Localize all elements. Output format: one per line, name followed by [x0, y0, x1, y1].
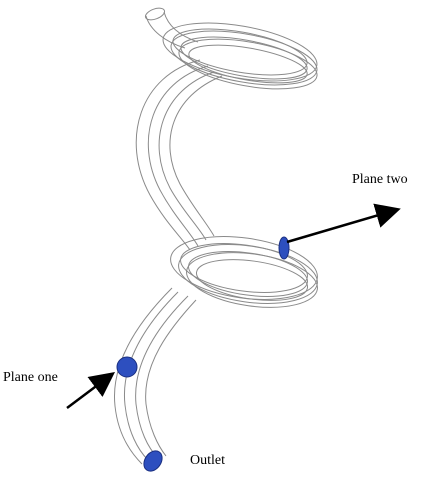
- outlet-marker: [143, 450, 163, 472]
- outlet-label: Outlet: [190, 453, 225, 468]
- plane-one-arrow: [66, 372, 115, 409]
- lower-coil: [170, 236, 318, 308]
- plane-one-label: Plane one: [3, 370, 58, 385]
- tube-top-descent-inner: [163, 11, 199, 43]
- plane-one-marker: [116, 356, 138, 378]
- plane-two-arrow: [286, 203, 401, 244]
- plane-two-marker: [278, 236, 290, 260]
- c-shaped-tube: [135, 59, 223, 251]
- tube-top-opening: [144, 7, 166, 21]
- upper-coil: [162, 22, 318, 90]
- tube-top-descent: [145, 15, 186, 49]
- plane-two-label: Plane two: [352, 172, 408, 187]
- helical-tube: [113, 7, 318, 465]
- outlet-tube: [113, 287, 197, 465]
